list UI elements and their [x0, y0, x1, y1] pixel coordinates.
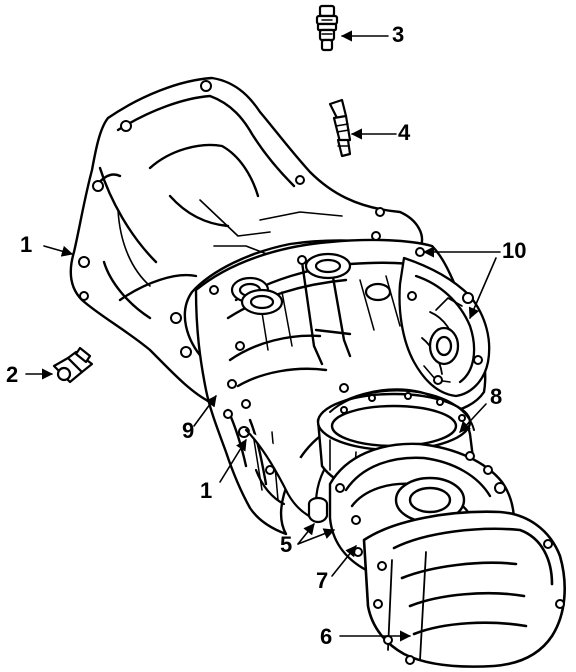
callout-7: 7 [316, 568, 329, 593]
callout-3: 3 [392, 22, 405, 47]
leader-5b [297, 528, 336, 545]
callout-1-top: 1 [20, 232, 33, 257]
leader-7 [331, 545, 357, 577]
leader-9 [193, 395, 217, 427]
extension-housing-bolt-holes [373, 539, 565, 665]
leader-10b [468, 257, 497, 320]
callout-2: 2 [6, 362, 19, 387]
part-3-plug [315, 4, 339, 52]
callout-1-bottom: 1 [200, 478, 213, 503]
main-case-bolt-holes [209, 231, 425, 475]
leader-1-top [43, 245, 74, 257]
rear-adapter-bolt-holes [407, 291, 483, 385]
extension-housing-6 [362, 510, 566, 668]
bell-housing-bolt-holes [78, 80, 385, 358]
leader-8 [459, 403, 487, 433]
callout-4: 4 [398, 120, 411, 145]
leader-1-bottom [219, 439, 247, 483]
leader-lines [25, 30, 501, 642]
callout-9: 9 [182, 418, 195, 443]
rear-adapter-face [398, 256, 491, 398]
bearing-seats [230, 252, 392, 316]
gasket-8 [329, 389, 475, 431]
leader-5a [297, 523, 315, 545]
part-2-sensor [52, 346, 94, 384]
bell-housing [69, 76, 424, 404]
part-5-plugs [307, 496, 329, 524]
part-4-pinion [328, 98, 352, 158]
callout-10: 10 [502, 238, 527, 263]
case-lower-section [244, 428, 326, 522]
callout-6: 6 [320, 624, 333, 649]
callout-8: 8 [490, 384, 503, 409]
callout-5: 5 [280, 532, 293, 557]
